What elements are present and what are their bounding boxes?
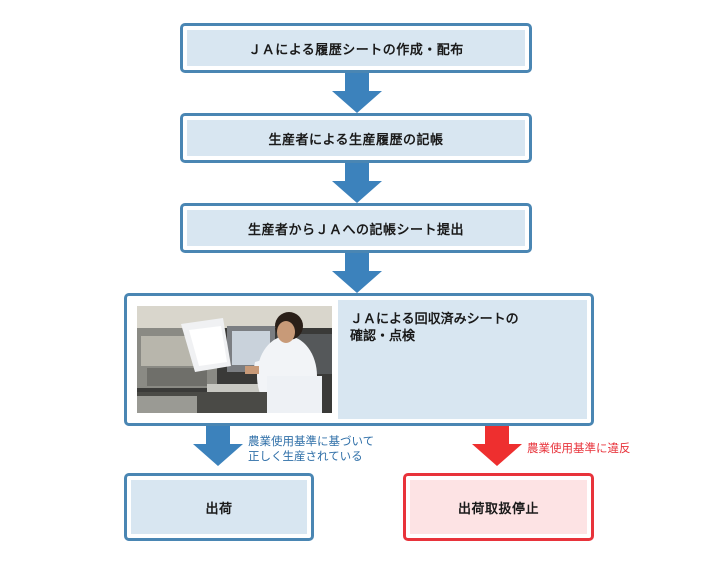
down-arrow-alert-icon — [472, 426, 522, 466]
result-label: 出荷 — [131, 480, 307, 534]
down-arrow-icon — [332, 73, 382, 113]
step-label: 生産者からＪＡへの記帳シート提出 — [187, 210, 525, 246]
violation-condition-note: 農業使用基準に違反 — [527, 441, 631, 455]
step-box-record-history: 生産者による生産履歴の記帳 — [180, 113, 532, 163]
down-arrow-icon — [193, 426, 243, 466]
step-box-create-distribute: ＪＡによる履歴シートの作成・配布 — [180, 23, 532, 73]
compliant-note-line2: 正しく生産されている — [248, 449, 363, 463]
down-arrow-icon — [332, 253, 382, 293]
compliant-note-line1: 農業使用基準に基づいて — [248, 434, 375, 448]
review-step-title-line2: 確認・点検 — [350, 329, 416, 344]
compliant-condition-note: 農業使用基準に基づいて 正しく生産されている — [248, 434, 374, 464]
result-box-ship: 出荷 — [124, 473, 314, 541]
step-box-review-sheets: ＪＡによる回収済みシートの 確認・点検 — [124, 293, 594, 426]
photo-worker-checking-sheets — [137, 306, 332, 413]
down-arrow-icon — [332, 163, 382, 203]
result-box-stop-shipment: 出荷取扱停止 — [403, 473, 594, 541]
step-label: ＪＡによる履歴シートの作成・配布 — [187, 30, 525, 66]
result-label: 出荷取扱停止 — [410, 480, 587, 534]
step-box-submit-sheet: 生産者からＪＡへの記帳シート提出 — [180, 203, 532, 253]
review-step-title-line1: ＪＡによる回収済みシートの — [350, 312, 519, 327]
review-step-panel: ＪＡによる回収済みシートの 確認・点検 — [338, 300, 587, 419]
step-label: 生産者による生産履歴の記帳 — [187, 120, 525, 156]
